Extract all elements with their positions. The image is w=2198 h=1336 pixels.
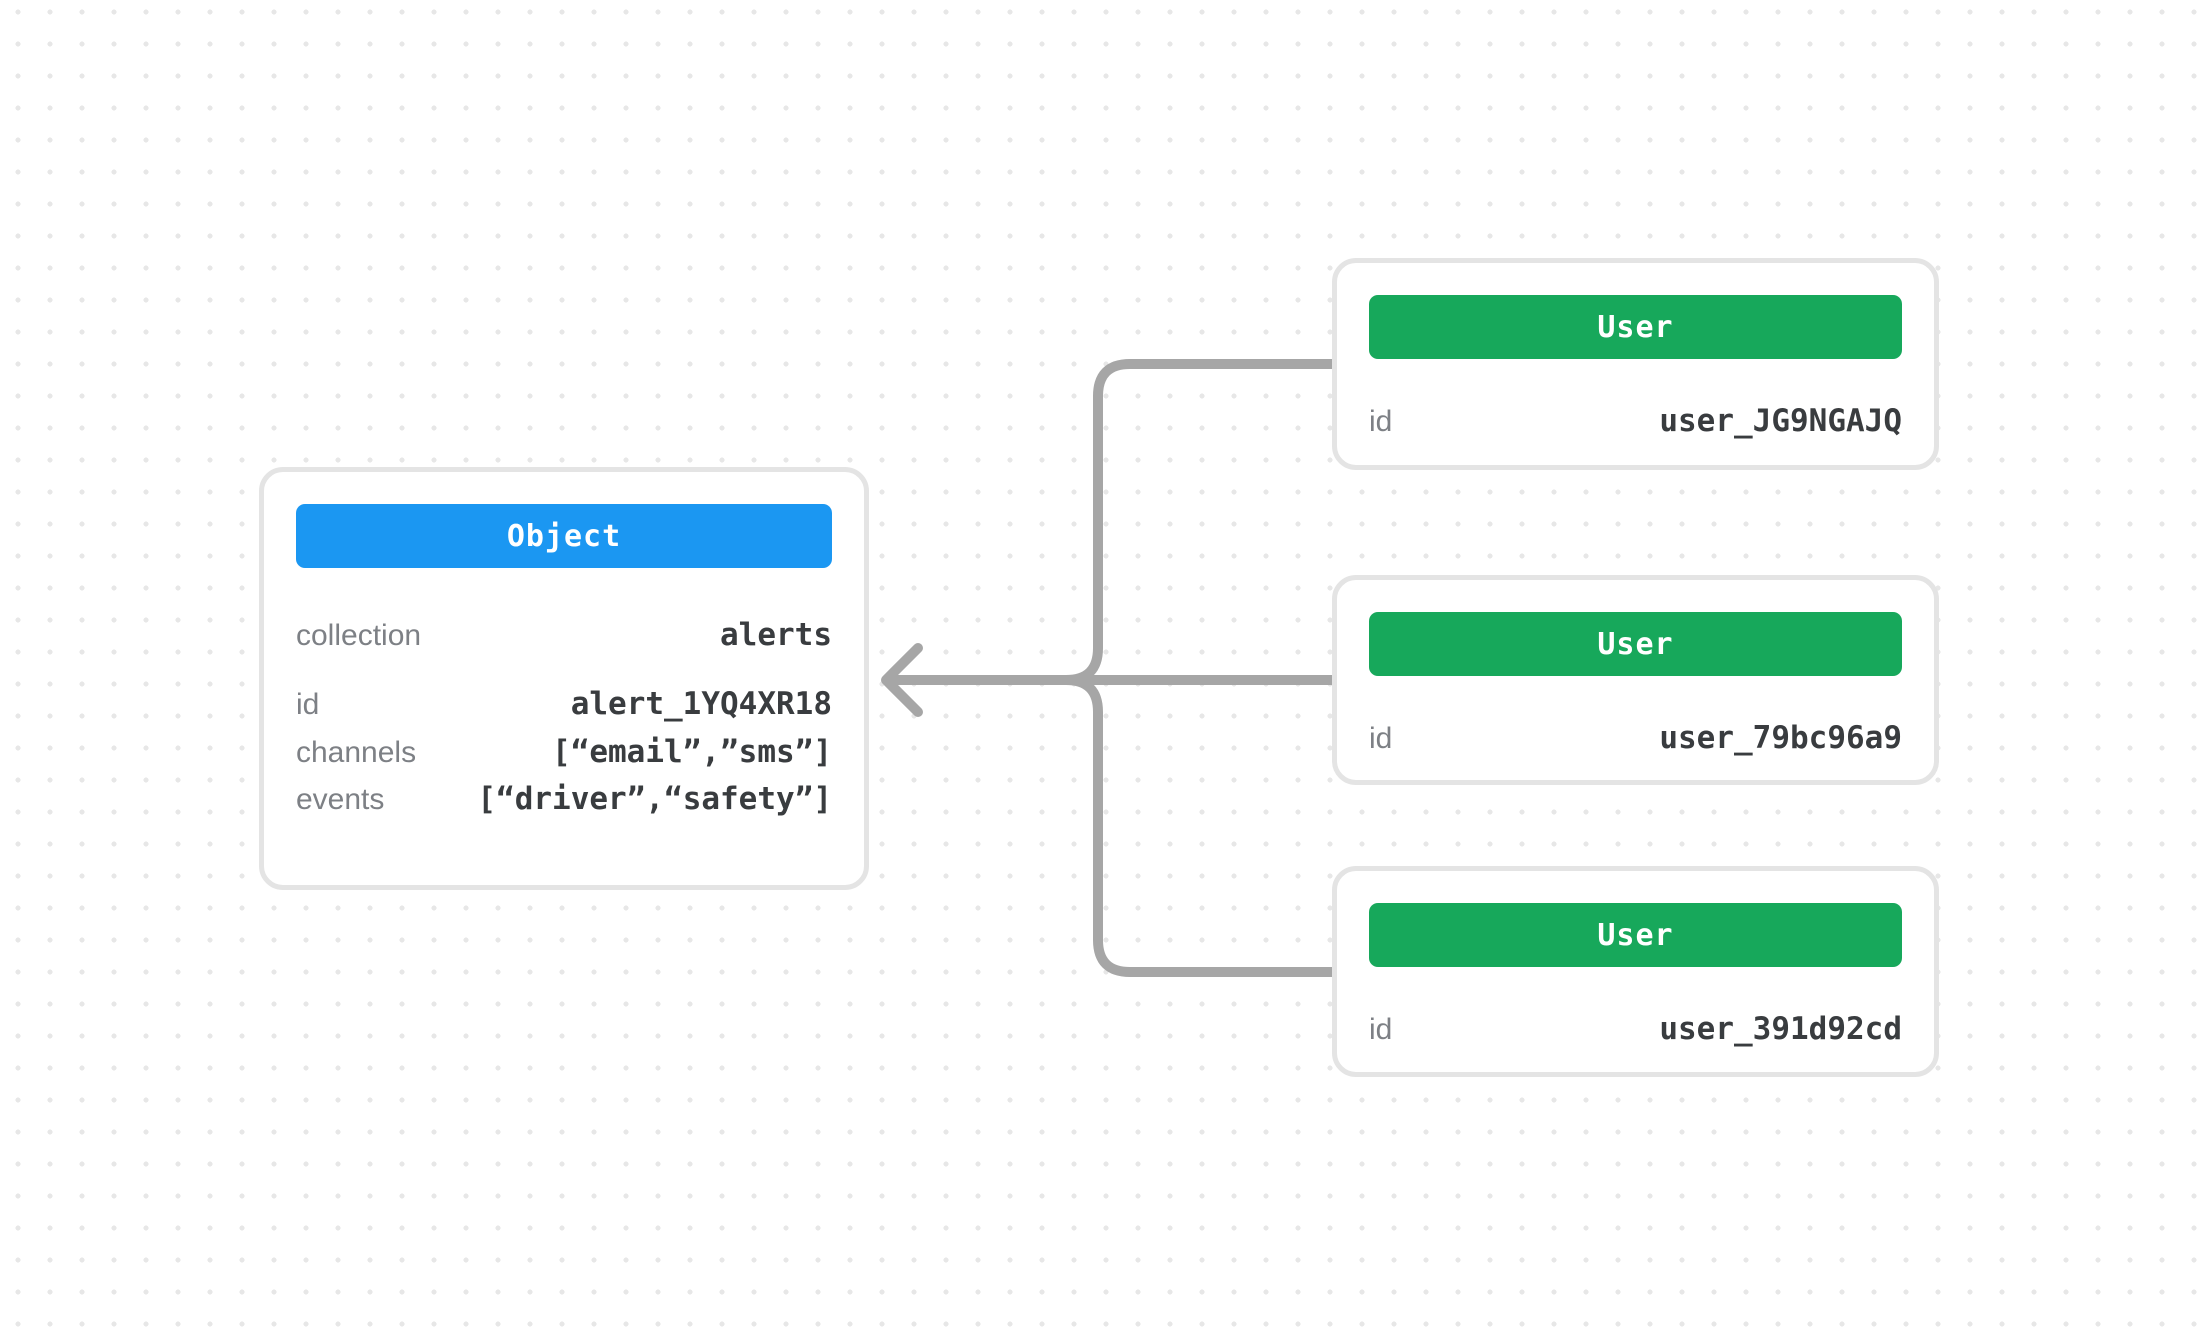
field-row-collection: collection alerts [296, 617, 832, 653]
field-label: id [296, 688, 320, 721]
object-node-fields: collection alerts id alert_1YQ4XR18 chan… [264, 568, 864, 817]
field-value: [“email”,”sms”] [552, 734, 832, 770]
field-label: channels [296, 736, 417, 769]
field-row-id: id user_JG9NGAJQ [1369, 403, 1902, 439]
field-value: alerts [720, 617, 832, 653]
user-node-header[interactable]: User [1369, 612, 1902, 676]
user-node-header[interactable]: User [1369, 295, 1902, 359]
field-row-channels: channels [“email”,”sms”] [296, 734, 832, 770]
user-node-fields: id user_JG9NGAJQ [1337, 359, 1934, 439]
user-node-fields: id user_391d92cd [1337, 967, 1934, 1047]
field-row-id: id user_391d92cd [1369, 1011, 1902, 1047]
user-node-3[interactable]: User id user_391d92cd [1332, 866, 1939, 1077]
field-value: user_391d92cd [1659, 1011, 1902, 1047]
connector-user1-to-object [1061, 359, 1341, 685]
user-node-2[interactable]: User id user_79bc96a9 [1332, 575, 1939, 785]
field-label: events [296, 783, 385, 816]
field-label: id [1369, 722, 1393, 755]
field-value: alert_1YQ4XR18 [570, 686, 832, 722]
user-node-header[interactable]: User [1369, 903, 1902, 967]
arrowhead-icon [881, 643, 923, 717]
field-label: collection [296, 619, 422, 652]
field-label: id [1369, 405, 1393, 438]
field-row-events: events [“driver”,“safety”] [296, 781, 832, 817]
object-node-header[interactable]: Object [296, 504, 832, 568]
field-label: id [1369, 1013, 1393, 1046]
field-value: user_79bc96a9 [1659, 720, 1902, 756]
connector-user3-to-object [1061, 675, 1341, 977]
user-node-1[interactable]: User id user_JG9NGAJQ [1332, 258, 1939, 470]
field-row-id: id user_79bc96a9 [1369, 720, 1902, 756]
user-node-fields: id user_79bc96a9 [1337, 676, 1934, 756]
field-value: user_JG9NGAJQ [1659, 403, 1902, 439]
field-row-id: id alert_1YQ4XR18 [296, 686, 832, 722]
object-node[interactable]: Object collection alerts id alert_1YQ4XR… [259, 467, 869, 890]
field-value: [“driver”,“safety”] [477, 781, 832, 817]
